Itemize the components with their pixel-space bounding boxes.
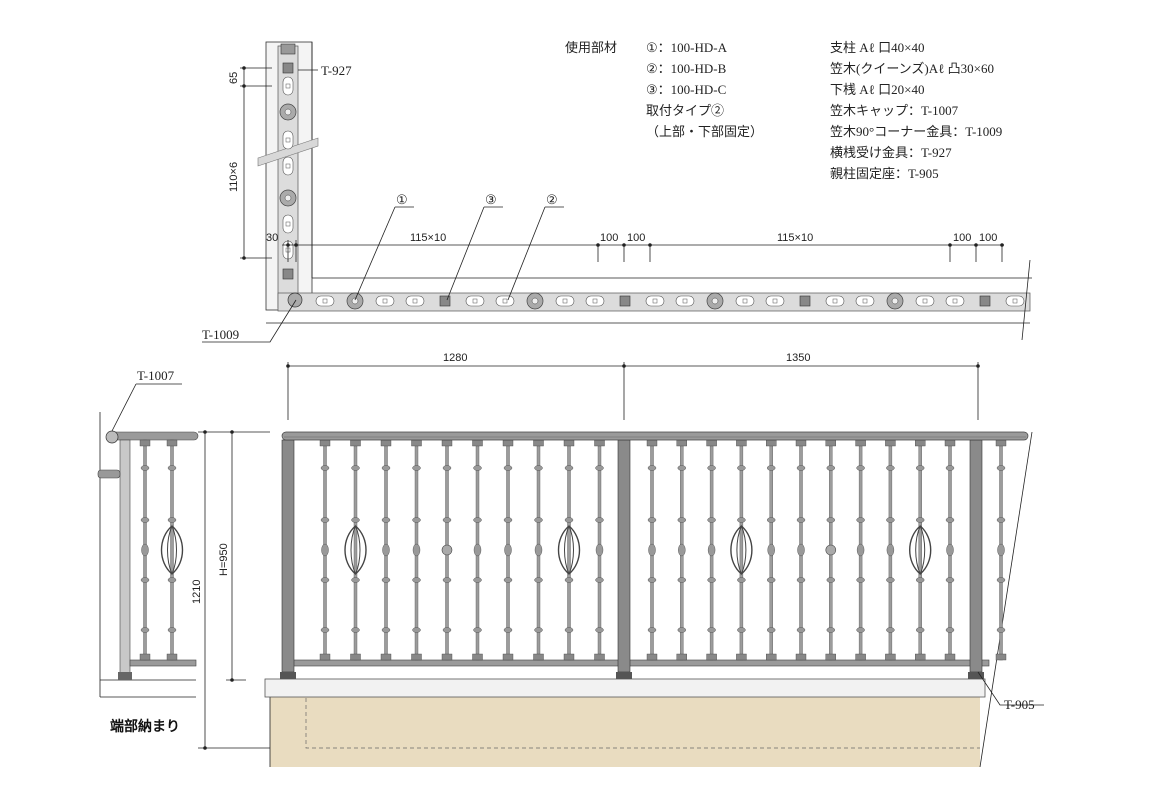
dim-1350: 1350 (786, 352, 810, 364)
parts-item: 取付タイプ② (646, 103, 724, 118)
spec-item: 親柱固定座：T-905 (830, 166, 939, 181)
slot (1005, 295, 1025, 307)
parts-heading: 使用部材 (565, 40, 617, 55)
plan-callouts: T-927 T-1009 ① ③ ② (202, 63, 564, 343)
rail-cap (105, 430, 119, 444)
baluster (353, 439, 358, 661)
spec-item: 支柱 Aℓ 口40×40 (830, 40, 924, 55)
spec-item: 笠木キャップ：T-1007 (830, 103, 959, 118)
dim-100-d: 100 (979, 232, 997, 244)
slot (465, 295, 485, 307)
end-detail: T-1007 端部納まり (97, 368, 199, 734)
slot (405, 295, 425, 307)
square-fitting (439, 295, 451, 307)
post (281, 439, 295, 673)
parts-item: ①：100-HD-A (646, 40, 728, 55)
corner-fitting (287, 292, 303, 308)
handrail (281, 431, 1029, 441)
spec-item: 笠木90°コーナー金具：T-1009 (830, 124, 1002, 139)
square-fitting (799, 295, 811, 307)
slot (645, 295, 665, 307)
parts-list: 使用部材 ①：100-HD-A ②：100-HD-B ③：100-HD-C 取付… (565, 40, 763, 139)
square-fitting (979, 295, 991, 307)
baluster (918, 439, 922, 661)
bottom-rail (283, 659, 990, 667)
slab (264, 678, 986, 698)
callout-t905: T-905 (1004, 697, 1035, 712)
slot (375, 295, 395, 307)
front-elevation: 1280 1350 1210 H=950 T-905 (191, 352, 1044, 768)
dim-65: 65 (228, 72, 240, 84)
post-base (280, 672, 296, 679)
post-base (616, 672, 632, 679)
spec-item: 横桟受け金具：T-927 (830, 145, 952, 160)
dim-100-b: 100 (627, 232, 645, 244)
dim-115x10-left: 115×10 (410, 232, 446, 244)
slot (315, 295, 335, 307)
baluster (567, 439, 571, 661)
slot (915, 295, 935, 307)
post (969, 439, 983, 673)
marker-1: ① (396, 192, 408, 207)
dim-100-c: 100 (953, 232, 971, 244)
marker-2: ② (546, 192, 558, 207)
dim-30: 30 (266, 232, 278, 244)
baluster (739, 439, 744, 661)
spec-item: 笠木(クイーンズ)Aℓ 凸30×60 (830, 61, 994, 76)
parts-item: ③：100-HD-C (646, 82, 726, 97)
slot (282, 76, 294, 96)
dim-1280: 1280 (443, 352, 467, 364)
dim-1210: 1210 (191, 580, 203, 604)
slot (282, 130, 294, 150)
callout-t1009: T-1009 (202, 327, 239, 342)
baluster (170, 439, 174, 661)
spec-list: 支柱 Aℓ 口40×40 笠木(クイーンズ)Aℓ 凸30×60 下桟 Aℓ 口2… (830, 40, 1002, 181)
slot (282, 214, 294, 234)
slot (282, 156, 294, 176)
dim-100-a: 100 (600, 232, 618, 244)
slot (855, 295, 875, 307)
slot (735, 295, 755, 307)
callout-t1007: T-1007 (137, 368, 175, 383)
spec-item: 下桟 Aℓ 口20×40 (830, 82, 924, 97)
square-fitting (619, 295, 631, 307)
dim-115x10-right: 115×10 (777, 232, 813, 244)
slot (825, 295, 845, 307)
square-fitting (282, 268, 294, 280)
ball-ornament (825, 544, 837, 556)
slot (495, 295, 515, 307)
ball-ornament (441, 544, 453, 556)
square-fitting (282, 62, 294, 74)
plan-view: 65 110×6 30 115×10 100 100 115×10 100 (202, 41, 1032, 343)
parts-item: ②：100-HD-B (646, 61, 727, 76)
slot (585, 295, 605, 307)
dim-110x6: 110×6 (228, 162, 240, 192)
dim-h950: H=950 (218, 543, 230, 576)
parts-item: （上部・下部固定） (646, 124, 763, 139)
callout-t927: T-927 (321, 63, 352, 78)
plan-dimensions: 65 110×6 30 115×10 100 100 115×10 100 (228, 66, 1004, 262)
slot (675, 295, 695, 307)
post-base (968, 672, 984, 679)
post (617, 439, 631, 673)
end-detail-label: 端部納まり (110, 718, 180, 734)
marker-3: ③ (485, 192, 497, 207)
slot (945, 295, 965, 307)
slot (765, 295, 785, 307)
slot (555, 295, 575, 307)
concrete-base (270, 697, 980, 767)
